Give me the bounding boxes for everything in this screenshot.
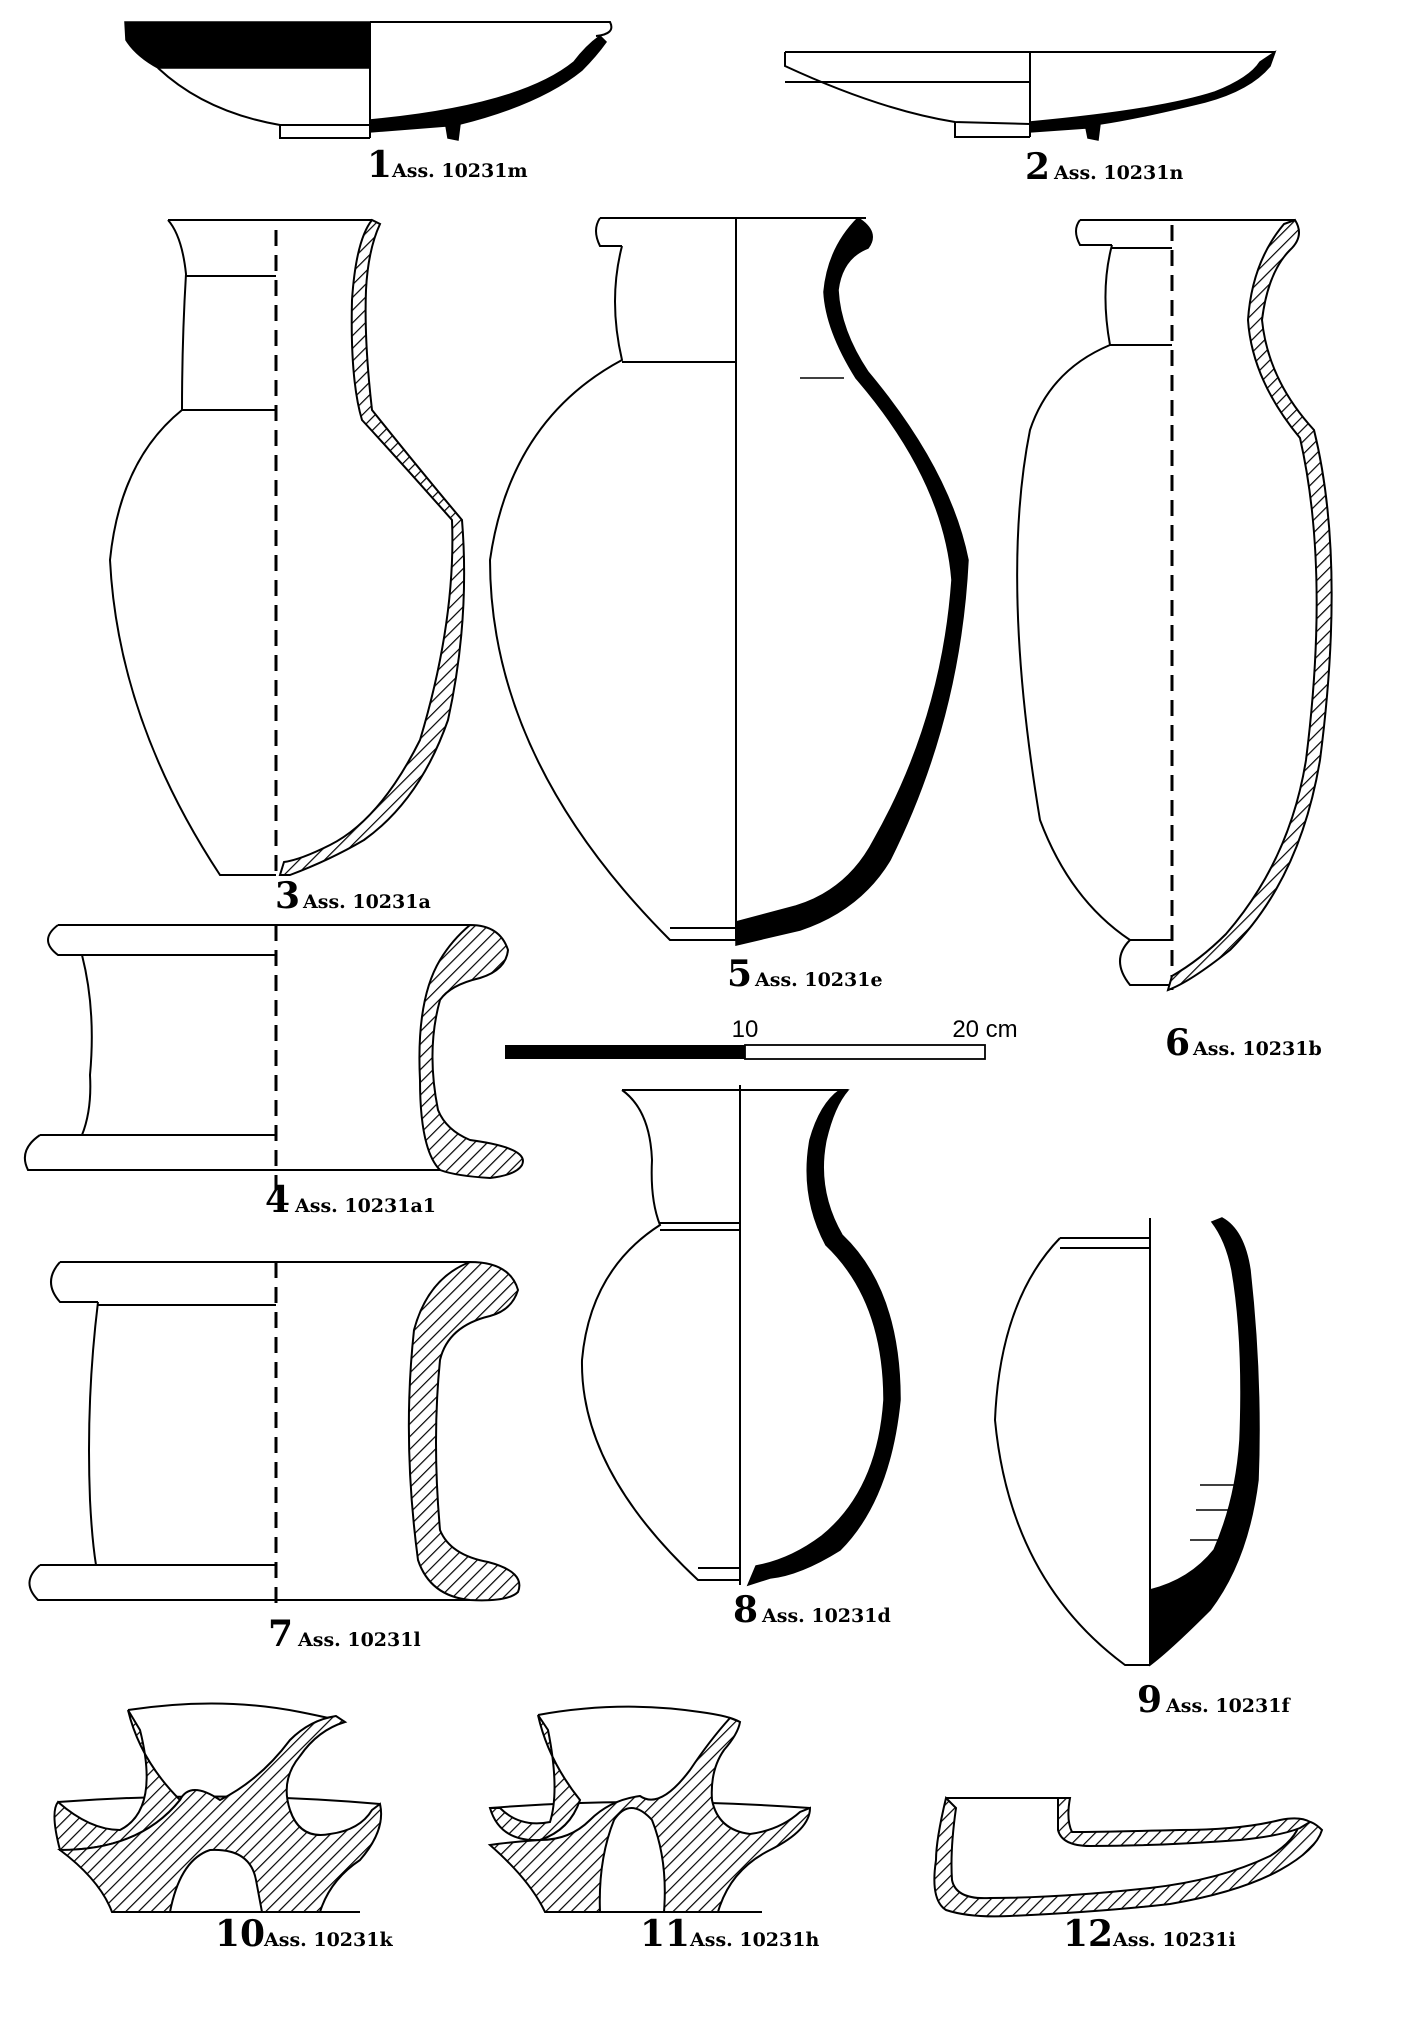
vessel-2-plate [784, 50, 1277, 141]
figure-number-9: 9 [1137, 1679, 1162, 1721]
vessel-10-double-bowl [53, 1702, 383, 1913]
accession-label-10: Ass. 10231k [263, 1929, 393, 1951]
vessel-5-jar [488, 217, 969, 946]
vessel-7-stand [28, 1260, 521, 1610]
figure-number-6: 6 [1165, 1022, 1190, 1064]
figure-number-10: 10 [215, 1913, 265, 1955]
accession-label-9: Ass. 10231f [1165, 1695, 1291, 1717]
vessel-12-lamp [933, 1796, 1324, 1918]
figure-number-1: 1 [367, 144, 392, 186]
accession-label-3: Ass. 10231a [302, 891, 431, 913]
vessel-8-jar [580, 1085, 901, 1587]
vessel-9-jar [993, 1217, 1260, 1667]
figure-number-3: 3 [275, 875, 300, 917]
scale-bar-white [744, 1044, 986, 1060]
accession-label-4: Ass. 10231a1 [294, 1195, 436, 1217]
accession-label-6: Ass. 10231b [1192, 1038, 1322, 1060]
vessel-1-bowl [124, 21, 613, 141]
scale-label-20cm: 20 cm [952, 1016, 1017, 1043]
figure-number-5: 5 [727, 953, 752, 995]
accession-label-1: Ass. 10231m [391, 160, 528, 182]
figure-number-7: 7 [268, 1613, 293, 1655]
figure-number-8: 8 [733, 1589, 758, 1631]
accession-label-7: Ass. 10231l [297, 1629, 421, 1651]
accession-label-12: Ass. 10231i [1112, 1929, 1236, 1951]
accession-label-11: Ass. 10231h [689, 1929, 819, 1951]
figure-number-12: 12 [1063, 1913, 1113, 1955]
figure-number-4: 4 [265, 1179, 290, 1221]
vessel-11-double-bowl [487, 1705, 812, 1913]
scale-bar: 10 20 cm [505, 1016, 1018, 1060]
accession-label-5: Ass. 10231e [754, 969, 883, 991]
vessel-6-jar [1016, 218, 1333, 992]
accession-label-8: Ass. 10231d [761, 1605, 891, 1627]
figure-number-11: 11 [640, 1913, 690, 1955]
vessel-4-stand [24, 923, 524, 1190]
scale-label-10: 10 [732, 1016, 759, 1043]
scale-bar-black [505, 1045, 745, 1059]
vessel-3-jar [108, 218, 466, 876]
accession-label-2: Ass. 10231n [1053, 162, 1183, 184]
figure-number-2: 2 [1025, 146, 1050, 188]
